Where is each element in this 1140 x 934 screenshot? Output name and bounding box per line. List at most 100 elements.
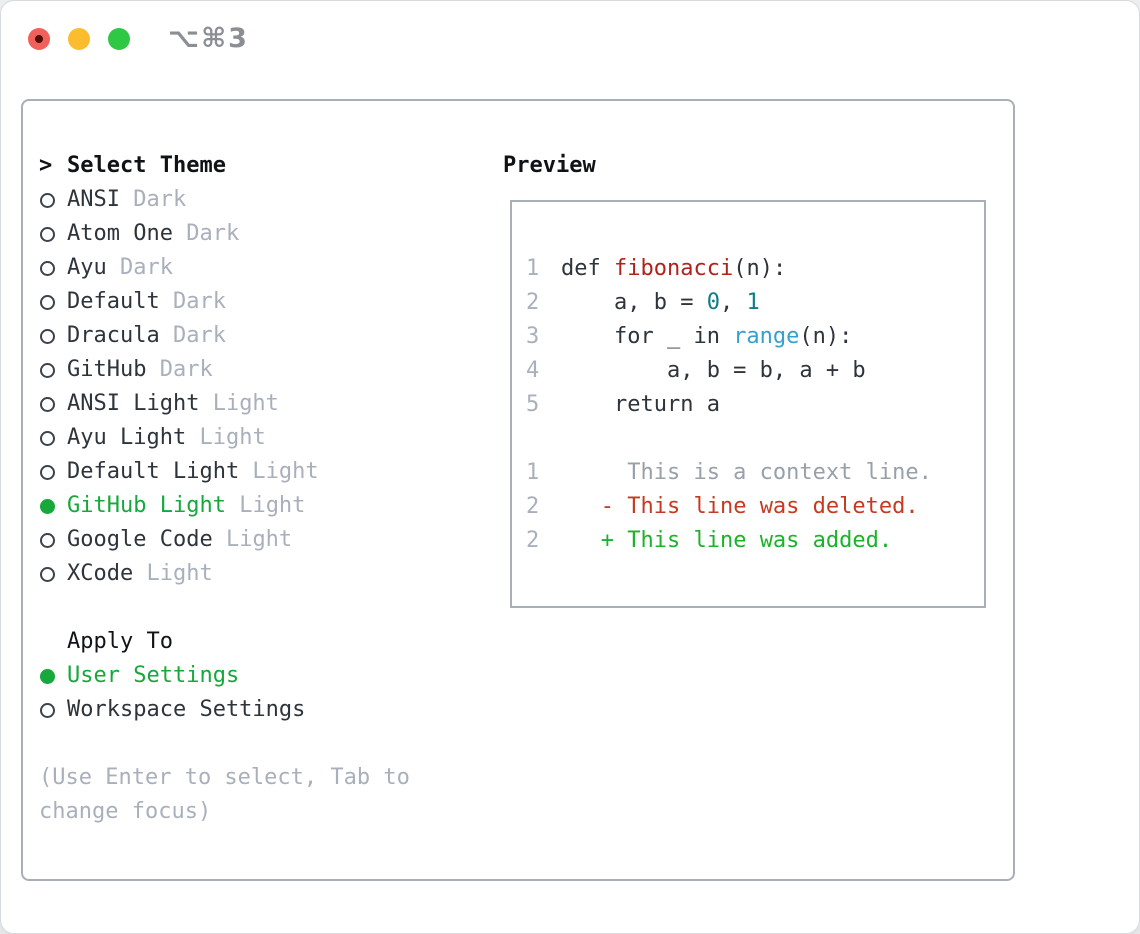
theme-name: Ayu Light [67, 425, 187, 450]
theme-item-ansi-dark[interactable]: ANSI Dark [39, 183, 479, 217]
code-line: 2 + This line was added. [526, 524, 984, 558]
theme-item-default-light-light[interactable]: Default Light Light [39, 455, 479, 489]
code-text: def fibonacci(n): [561, 252, 786, 286]
theme-name: Ayu [67, 255, 107, 280]
titlebar: ⌥⌘3 [1, 1, 1139, 77]
code-line: 2 - This line was deleted. [526, 490, 984, 524]
code-token-deleted: - This line was deleted. [600, 494, 919, 519]
theme-name: Atom One [67, 221, 173, 246]
code-token-added: + This line was added. [600, 528, 893, 553]
code-text: This is a context line. [561, 456, 932, 490]
code-token-code: (n): [733, 256, 787, 281]
theme-variant: Dark [159, 323, 226, 348]
theme-name: Default Light [67, 459, 240, 484]
theme-name: ANSI [67, 187, 120, 212]
code-token-code: return a [561, 392, 720, 417]
radio-icon [40, 703, 55, 718]
theme-item-ayu-dark[interactable]: Ayu Dark [39, 251, 479, 285]
code-token-func: fibonacci [613, 256, 734, 281]
apply-to-header-row: Apply To [39, 625, 479, 659]
line-number: 2 [526, 494, 540, 519]
line-number: 5 [526, 392, 540, 417]
theme-item-ansi-light-light[interactable]: ANSI Light Light [39, 387, 479, 421]
radio-column [39, 251, 67, 285]
theme-name: Google Code [67, 527, 213, 552]
code-token-code [561, 528, 601, 553]
theme-menu-title: Select Theme [67, 153, 226, 178]
code-token-call: range [733, 324, 800, 349]
window-title: ⌥⌘3 [168, 23, 249, 54]
theme-variant: Dark [172, 221, 240, 246]
code-text: for _ in range(n): [561, 320, 852, 354]
theme-variant: Light [133, 561, 213, 586]
help-text-line1: (Use Enter to select, Tab to [39, 765, 410, 790]
apply-option-user-settings[interactable]: User Settings [39, 659, 479, 693]
line-number: 2 [526, 528, 540, 553]
line-number [526, 422, 539, 456]
theme-item-github-dark[interactable]: GitHub Dark [39, 353, 479, 387]
radio-icon [40, 363, 55, 378]
code-token-code: a, b = [561, 290, 707, 315]
radio-icon [40, 465, 55, 480]
radio-column [39, 455, 67, 489]
theme-item-dracula-dark[interactable]: Dracula Dark [39, 319, 479, 353]
code-text: + This line was added. [561, 524, 892, 558]
radio-column [39, 319, 67, 353]
radio-icon [40, 193, 55, 208]
line-number: 1 [526, 256, 540, 281]
theme-item-default-dark[interactable]: Default Dark [39, 285, 479, 319]
code-token-code [561, 494, 601, 519]
theme-item-xcode-light[interactable]: XCode Light [39, 557, 479, 591]
line-number: 3 [526, 324, 540, 349]
code-token-code: for _ in [561, 324, 734, 349]
theme-name: GitHub [67, 357, 147, 382]
theme-variant: Dark [159, 289, 226, 314]
radio-icon [40, 397, 55, 412]
code-text: - This line was deleted. [561, 490, 919, 524]
apply-option-workspace-settings[interactable]: Workspace Settings [39, 693, 479, 727]
radio-icon [40, 261, 55, 276]
theme-name: Default [67, 289, 160, 314]
code-token-code: def [561, 256, 614, 281]
prompt-column: > [39, 149, 67, 183]
spacer-row [39, 591, 479, 625]
theme-name: GitHub Light [67, 493, 226, 518]
radio-selected-icon [40, 499, 55, 514]
apply-option-label: Workspace Settings [67, 697, 306, 722]
radio-selected-icon [40, 669, 55, 684]
radio-column [39, 489, 67, 523]
code-line [526, 422, 984, 456]
radio-column [39, 217, 67, 251]
theme-name: XCode [67, 561, 134, 586]
theme-menu-header-row: >Select Theme [39, 149, 479, 183]
radio-column [39, 523, 67, 557]
minimize-button[interactable] [68, 28, 90, 50]
code-text: return a [561, 388, 720, 422]
code-line: 5 return a [526, 388, 984, 422]
code-line: 1 This is a context line. [526, 456, 984, 490]
spacer-row [39, 727, 479, 761]
line-number: 4 [526, 358, 540, 383]
close-button[interactable] [28, 28, 50, 50]
radio-column [39, 387, 67, 421]
radio-column [39, 353, 67, 387]
radio-column [39, 421, 67, 455]
maximize-button[interactable] [108, 28, 130, 50]
theme-item-google-code-light[interactable]: Google Code Light [39, 523, 479, 557]
code-line: 2 a, b = 0, 1 [526, 286, 984, 320]
theme-item-ayu-light-light[interactable]: Ayu Light Light [39, 421, 479, 455]
theme-item-github-light-light[interactable]: GitHub Light Light [39, 489, 479, 523]
apply-to-title: Apply To [67, 629, 173, 654]
radio-icon [40, 567, 55, 582]
theme-variant: Dark [146, 357, 213, 382]
theme-variant: Dark [119, 187, 187, 212]
code-token-code: (n): [799, 324, 853, 349]
radio-icon [40, 533, 55, 548]
line-number: 1 [526, 460, 540, 485]
theme-item-atom-one-dark[interactable]: Atom One Dark [39, 217, 479, 251]
theme-variant: Light [199, 391, 279, 416]
